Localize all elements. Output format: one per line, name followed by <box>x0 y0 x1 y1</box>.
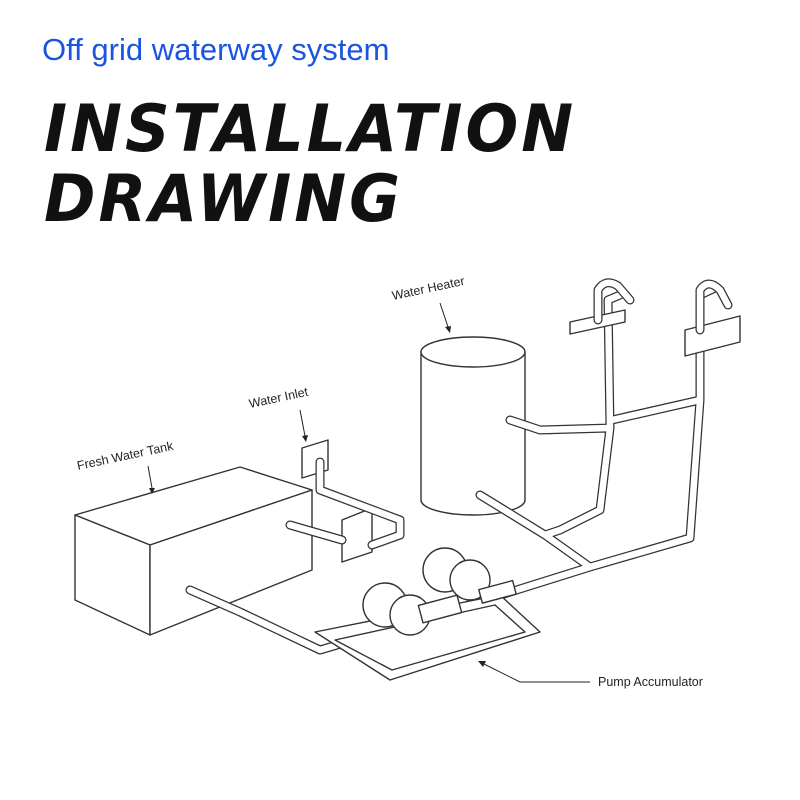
water-inlet <box>301 439 373 563</box>
water-heater <box>420 336 526 516</box>
pipes <box>185 283 720 655</box>
pump-accumulator <box>314 547 541 681</box>
label-fresh-water-tank: Fresh Water Tank <box>76 439 175 494</box>
svg-text:Pump Accumulator: Pump Accumulator <box>598 675 703 689</box>
shower-head <box>684 279 741 357</box>
label-pump-accumulator: Pump Accumulator <box>478 661 703 689</box>
subtitle: Off grid waterway system <box>42 32 390 67</box>
svg-text:Water Inlet: Water Inlet <box>248 385 310 411</box>
svg-text:Fresh Water Tank: Fresh Water Tank <box>76 439 175 473</box>
faucet-left <box>569 278 635 335</box>
label-water-inlet: Water Inlet <box>248 385 310 442</box>
page-title-line1: INSTALLATION <box>44 90 577 167</box>
label-water-heater: Water Heater <box>391 274 466 333</box>
page-title-line2: DRAWING <box>44 160 404 237</box>
svg-text:Water Heater: Water Heater <box>391 274 466 303</box>
fresh-water-tank <box>74 466 313 636</box>
